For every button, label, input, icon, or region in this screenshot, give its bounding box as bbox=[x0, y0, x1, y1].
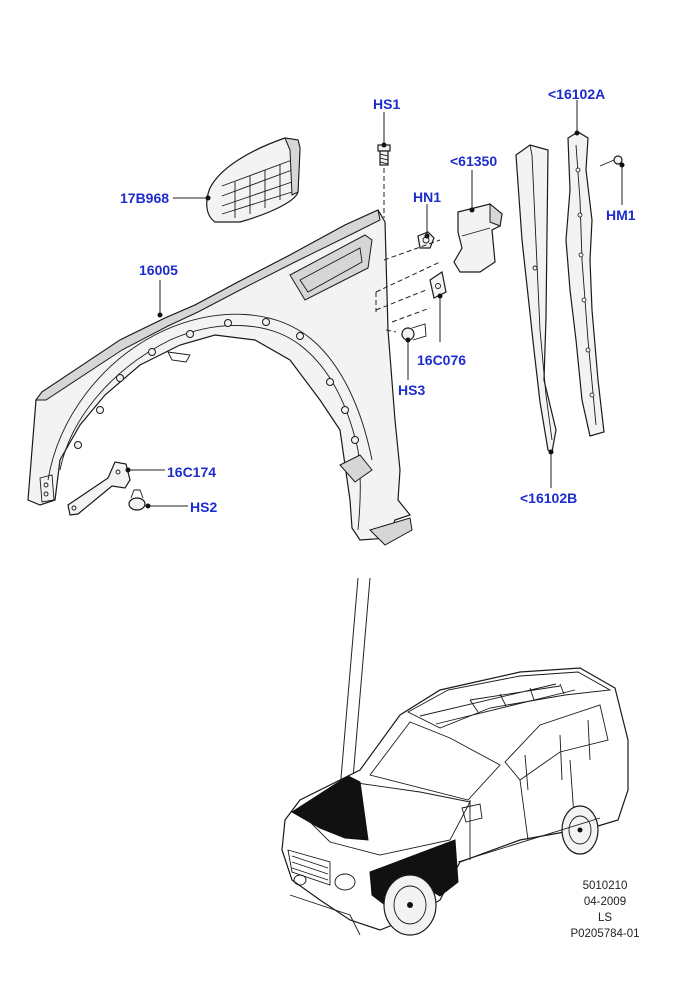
seal-16102a bbox=[565, 131, 605, 437]
screw-hs2 bbox=[128, 489, 146, 511]
bracket-16c076 bbox=[429, 271, 447, 299]
callout-16102a: <16102A bbox=[548, 86, 606, 102]
bracket-61350 bbox=[453, 202, 503, 273]
fender-panel bbox=[27, 209, 413, 546]
diagram-reference-block: 5010210 04-2009 LS P0205784-01 bbox=[565, 878, 645, 942]
mounting-guide-lines bbox=[375, 239, 441, 333]
diagram-date: 04-2009 bbox=[583, 896, 627, 908]
callout-17b968: 17B968 bbox=[120, 190, 170, 206]
model-code: LS bbox=[597, 912, 613, 924]
callout-16005: 16005 bbox=[139, 262, 178, 278]
illustration-id: P0205784-01 bbox=[570, 928, 640, 940]
callout-hn1: HN1 bbox=[413, 189, 442, 205]
vehicle-illustration bbox=[281, 667, 629, 936]
callout-hs2: HS2 bbox=[190, 499, 218, 515]
callout-hs1: HS1 bbox=[373, 96, 401, 112]
diagram-number: 5010210 bbox=[582, 880, 628, 892]
callout-hs3: HS3 bbox=[398, 382, 426, 398]
screw-hs1 bbox=[377, 144, 391, 218]
callout-16c076: 16C076 bbox=[417, 352, 467, 368]
screw-hs3 bbox=[401, 323, 427, 341]
vehicle-pointer-lines bbox=[339, 577, 371, 791]
leader-lines bbox=[125, 100, 625, 509]
callout-16c174: 16C174 bbox=[167, 464, 217, 480]
callout-16102b: <16102B bbox=[520, 490, 578, 506]
seal-16102b bbox=[515, 144, 557, 453]
callout-61350: <61350 bbox=[450, 153, 498, 169]
callout-hm1: HM1 bbox=[606, 207, 636, 223]
clip-hm1 bbox=[599, 155, 623, 167]
side-vent-grille bbox=[206, 137, 301, 223]
bracket-16c174 bbox=[67, 461, 131, 516]
